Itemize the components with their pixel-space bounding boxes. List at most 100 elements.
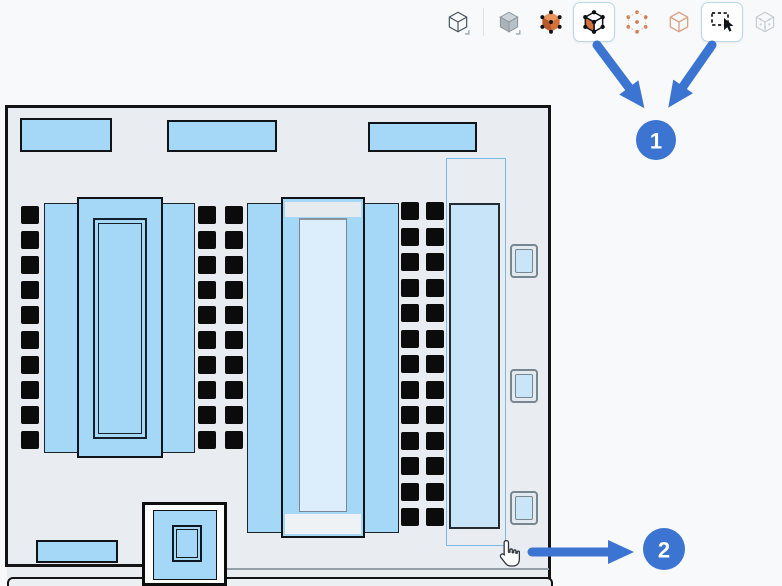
cube-outline-orange-icon: [669, 11, 689, 33]
selection-rectangle: [446, 158, 506, 546]
pad: [21, 406, 39, 424]
pad: [426, 227, 444, 246]
toolbar-button-solid-vertices[interactable]: [531, 3, 571, 41]
toolbar-button-vertices-only[interactable]: [617, 3, 657, 41]
pad: [198, 381, 216, 399]
socket-middle-top-strip: [285, 202, 361, 217]
cube-wireframe-icon: [448, 11, 470, 35]
board-edge-bottom: [5, 564, 147, 567]
board-front-face: [7, 577, 553, 586]
step-badge-2: 2: [643, 528, 685, 570]
pad: [401, 278, 419, 297]
component-header-middle[interactable]: [167, 120, 277, 152]
pad: [198, 406, 216, 424]
component-bottom-module[interactable]: [142, 502, 227, 586]
pad: [21, 256, 39, 274]
pad: [21, 381, 39, 399]
arrow-to-step1-right: [668, 40, 717, 108]
board-edge-top: [5, 105, 551, 108]
view-mode-toolbar: [438, 2, 782, 42]
step-badge-2-label: 2: [658, 538, 670, 563]
pad: [401, 406, 419, 424]
pad: [225, 256, 243, 274]
toolbar-button-mesh[interactable]: [745, 3, 782, 41]
pad: [426, 457, 444, 475]
pad: [426, 406, 444, 424]
pad: [426, 202, 444, 220]
cube-shaded-icon: [499, 11, 521, 35]
socket-middle-bottom-strip: [285, 514, 361, 534]
pad: [426, 380, 444, 399]
cube-mesh-icon: [755, 11, 775, 33]
bottom-module-inner: [172, 525, 202, 562]
pad: [225, 381, 243, 399]
toolbar-button-box-select[interactable]: [701, 2, 743, 42]
pad: [401, 457, 419, 475]
connector-inner: [515, 249, 533, 273]
selection-box-cursor-icon: [711, 12, 734, 32]
pad: [225, 206, 243, 224]
pad: [401, 253, 419, 271]
board-edge-left: [5, 105, 8, 566]
step-badge-1: 1: [636, 120, 676, 160]
pad: [225, 406, 243, 424]
pad: [426, 278, 444, 297]
pad: [21, 206, 39, 224]
connector-right-2[interactable]: [510, 369, 538, 403]
component-selected-right[interactable]: [449, 203, 500, 529]
step-badge-1-label: 1: [650, 129, 662, 154]
pad: [198, 306, 216, 324]
pad: [225, 431, 243, 449]
cube-dotted-icon: [626, 10, 648, 34]
pad: [198, 206, 216, 224]
component-header-right[interactable]: [368, 122, 477, 152]
toolbar-button-view-shaded[interactable]: [489, 3, 529, 41]
pad: [198, 256, 216, 274]
connector-right-1[interactable]: [510, 244, 538, 278]
pad: [426, 482, 444, 501]
socket-left-inner-line: [98, 223, 142, 434]
bottom-module-inner-line: [176, 529, 198, 558]
pad: [401, 431, 419, 450]
pad: [401, 355, 419, 373]
pad: [225, 331, 243, 349]
pad: [198, 431, 216, 449]
pad: [21, 306, 39, 324]
toolbar-button-solid-highlight[interactable]: [573, 2, 615, 42]
connector-inner: [515, 374, 533, 398]
cube-orange-vertices-icon: [540, 10, 562, 34]
component-socket-middle-frame[interactable]: [281, 197, 365, 538]
connector-inner: [515, 496, 533, 520]
connector-right-3[interactable]: [510, 491, 538, 525]
pad: [198, 356, 216, 374]
pad: [426, 304, 444, 322]
component-socket-left-inner[interactable]: [93, 218, 147, 439]
component-header-left[interactable]: [20, 118, 112, 152]
toolbar-button-view-wireframe[interactable]: [438, 3, 478, 41]
board-edge-bottom-thin: [225, 568, 549, 570]
pad: [401, 329, 419, 348]
pad: [21, 231, 39, 249]
pad: [401, 508, 419, 526]
pad: [225, 231, 243, 249]
pad: [426, 431, 444, 450]
pad: [225, 281, 243, 299]
pad: [21, 431, 39, 449]
cube-orange-black-vertices-icon: [583, 10, 605, 34]
pad: [426, 329, 444, 348]
pad: [401, 227, 419, 246]
toolbar-button-wireframe-orange[interactable]: [659, 3, 699, 41]
arrow-to-step1-left: [592, 40, 645, 109]
toolbar-separator: [483, 8, 484, 36]
pad: [225, 356, 243, 374]
pad: [401, 482, 419, 501]
component-bottom-bar[interactable]: [36, 540, 118, 563]
pad: [198, 281, 216, 299]
pad: [21, 356, 39, 374]
pad: [426, 508, 444, 526]
pad: [401, 380, 419, 399]
pad: [225, 306, 243, 324]
pad: [21, 331, 39, 349]
pad: [198, 231, 216, 249]
